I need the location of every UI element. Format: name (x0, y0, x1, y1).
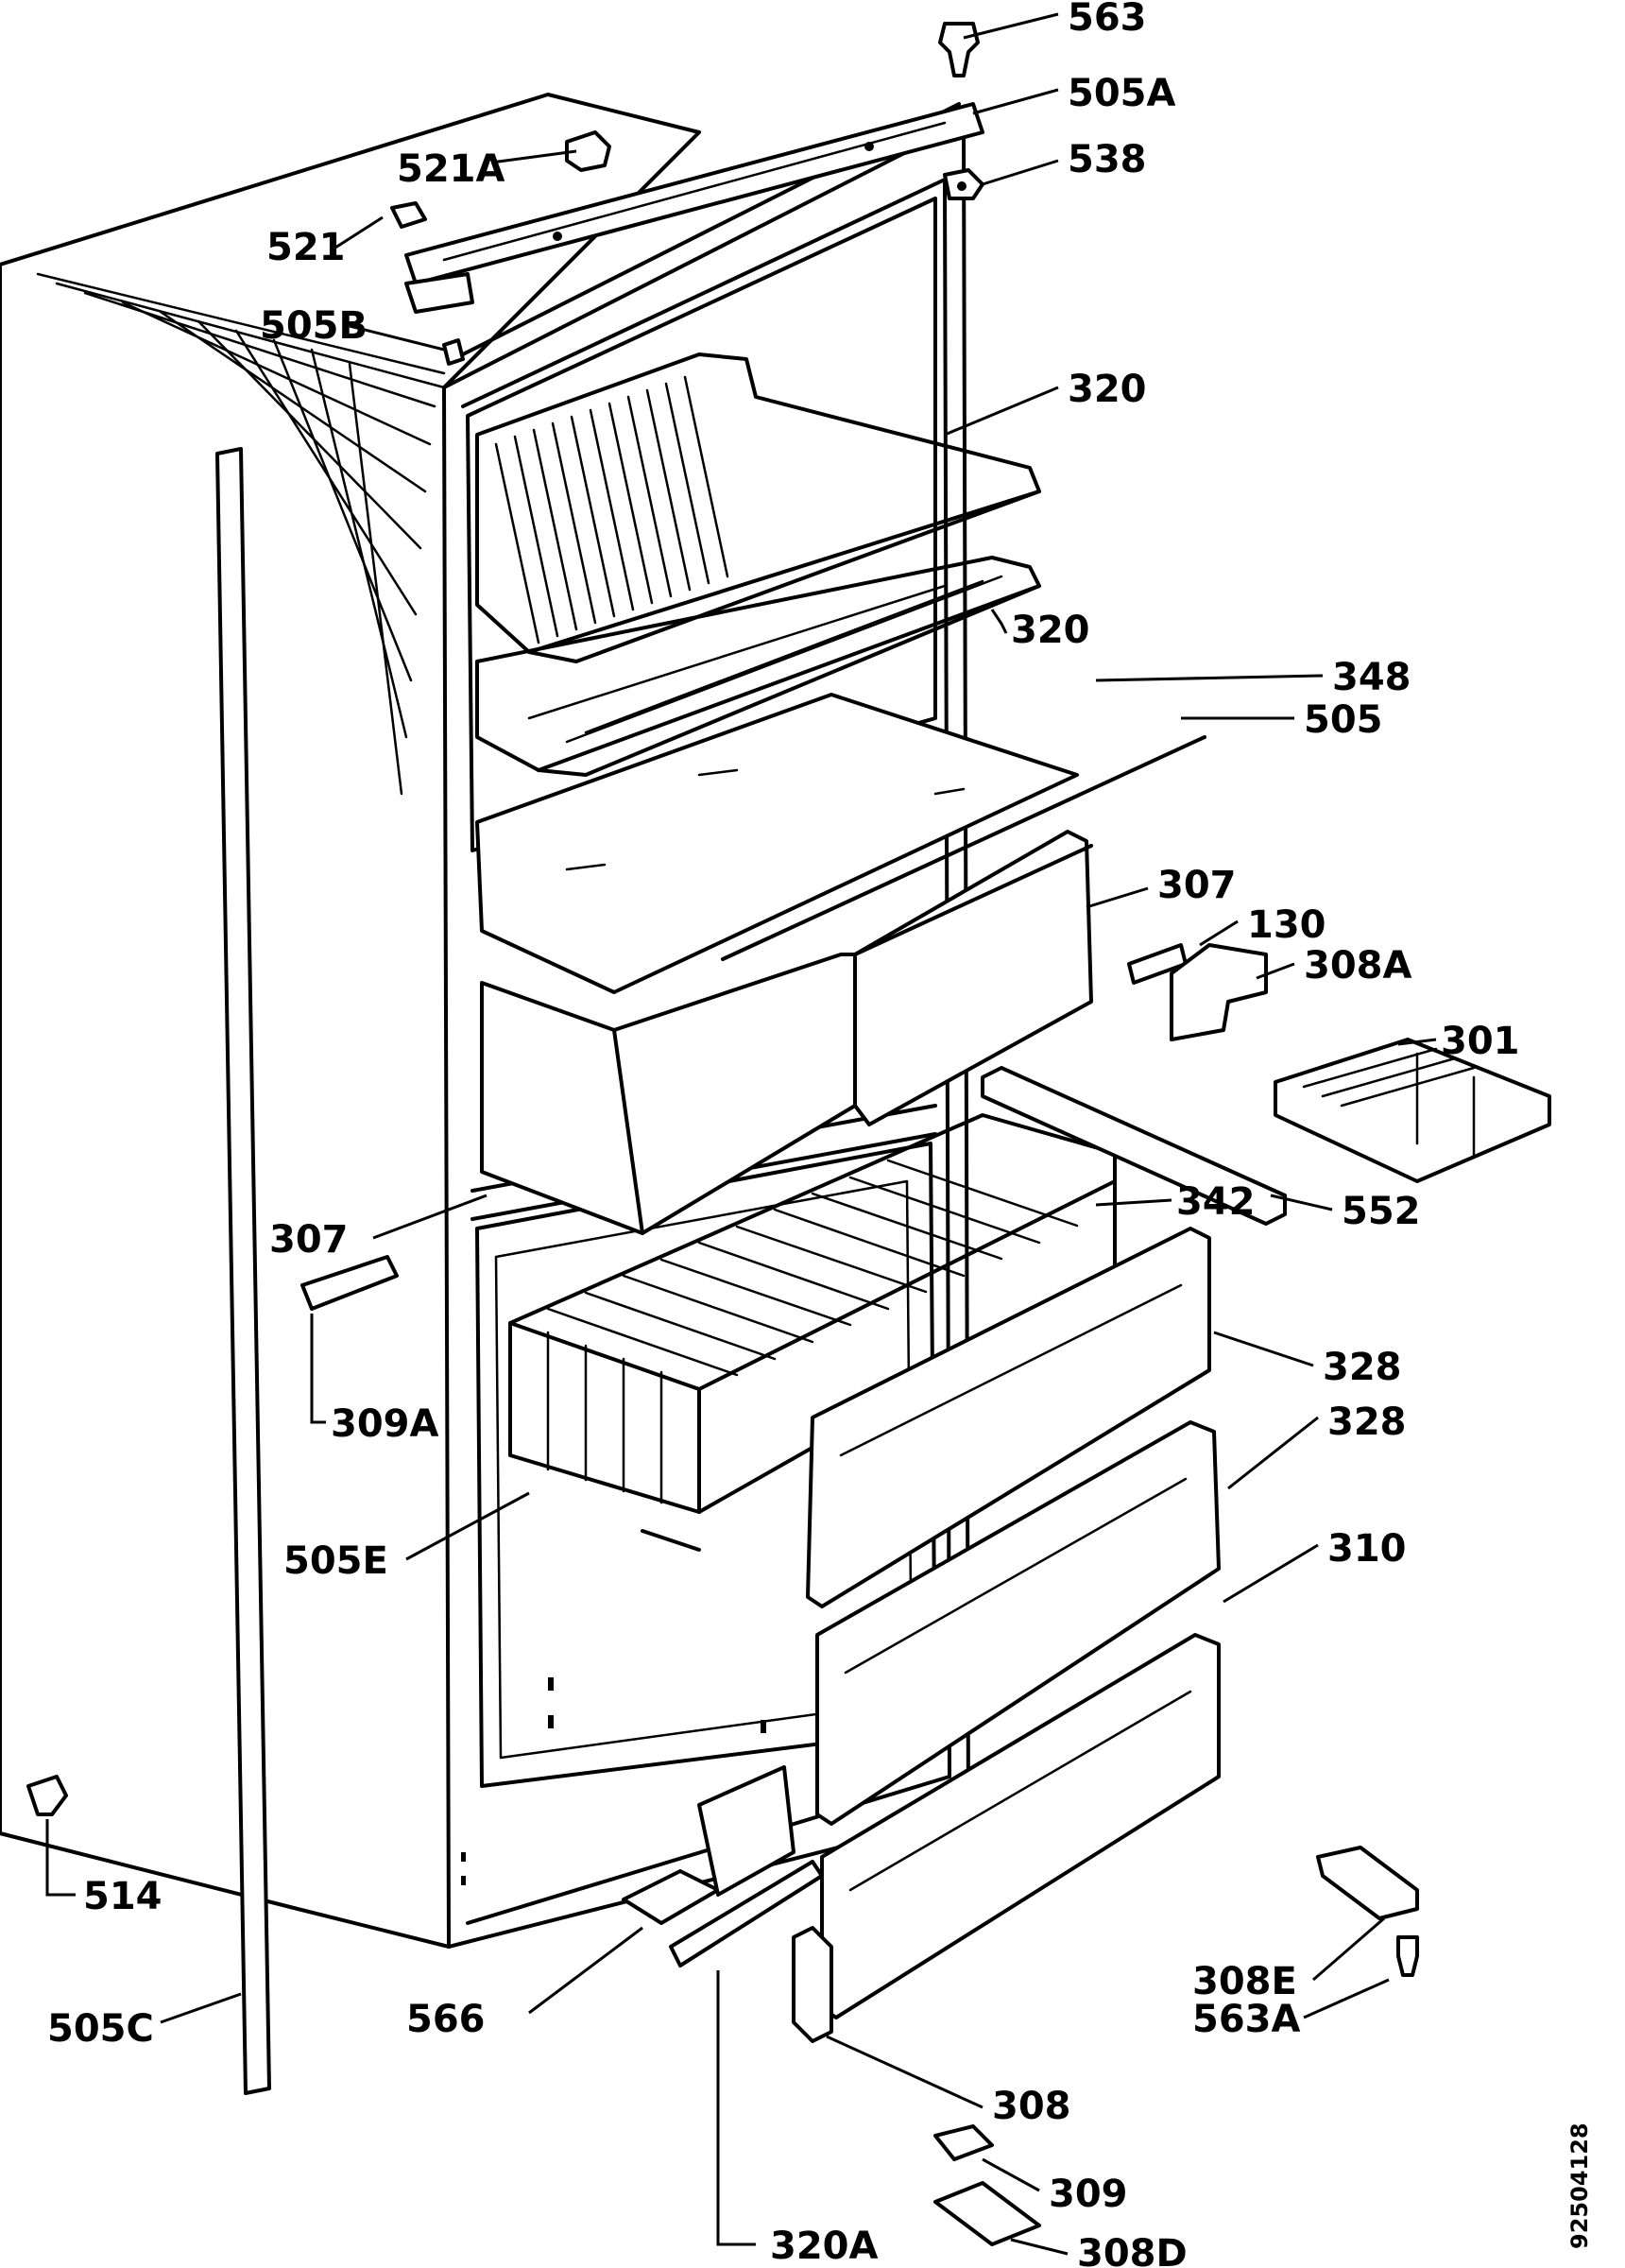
callout-320-upper: 320 (1068, 368, 1147, 411)
callout-labels: 563 505A 521A 538 521 505B 320 320 348 5… (47, 0, 1520, 2268)
glass-shelf (475, 693, 1206, 994)
callout-309a: 309A (331, 1402, 438, 1446)
callout-320-lower: 320 (1011, 609, 1090, 652)
callout-505: 505 (1304, 698, 1383, 742)
callout-328-lower: 328 (1327, 1400, 1407, 1444)
callout-563a: 563A (1192, 1998, 1300, 2041)
callout-328-upper: 328 (1323, 1346, 1402, 1389)
callout-320a: 320A (770, 2225, 878, 2268)
callout-566: 566 (406, 1998, 486, 2041)
wire-shelf-lower (475, 556, 1041, 777)
document-id: 92504128 (1566, 2122, 1593, 2249)
freezer-flap-upper (806, 1227, 1211, 1608)
callout-521: 521 (266, 226, 346, 269)
callout-505a: 505A (1068, 72, 1175, 115)
leader-lines (45, 12, 1437, 2256)
freezer-flap-middle (815, 1420, 1221, 1826)
callout-308e: 308E (1192, 1960, 1297, 2003)
callout-505b: 505B (260, 304, 368, 348)
callout-309: 309 (1049, 2173, 1128, 2216)
callout-301: 301 (1441, 1020, 1520, 1063)
callout-308: 308 (992, 2085, 1071, 2128)
callout-308a: 308A (1304, 944, 1411, 988)
callout-552: 552 (1342, 1190, 1421, 1233)
callout-307-right: 307 (1157, 864, 1237, 907)
callout-348: 348 (1332, 656, 1411, 699)
top-small-parts (390, 22, 984, 366)
callout-505e: 505E (283, 1539, 388, 1583)
callout-538: 538 (1068, 138, 1147, 181)
top-hinge-bar (404, 102, 984, 314)
callout-307-left: 307 (269, 1218, 349, 1262)
callout-563: 563 (1068, 0, 1147, 40)
right-small-parts (26, 943, 1551, 2246)
callout-505c: 505C (47, 2007, 154, 2051)
callout-310: 310 (1327, 1527, 1407, 1571)
callout-308d: 308D (1077, 2232, 1188, 2268)
callout-514: 514 (83, 1875, 162, 1918)
callout-342: 342 (1176, 1180, 1256, 1224)
wire-shelf-upper (475, 352, 1041, 663)
callout-521a: 521A (397, 147, 505, 191)
callout-130: 130 (1247, 903, 1326, 947)
door-gasket (215, 447, 271, 2095)
crisper-drawers (480, 830, 1093, 1235)
